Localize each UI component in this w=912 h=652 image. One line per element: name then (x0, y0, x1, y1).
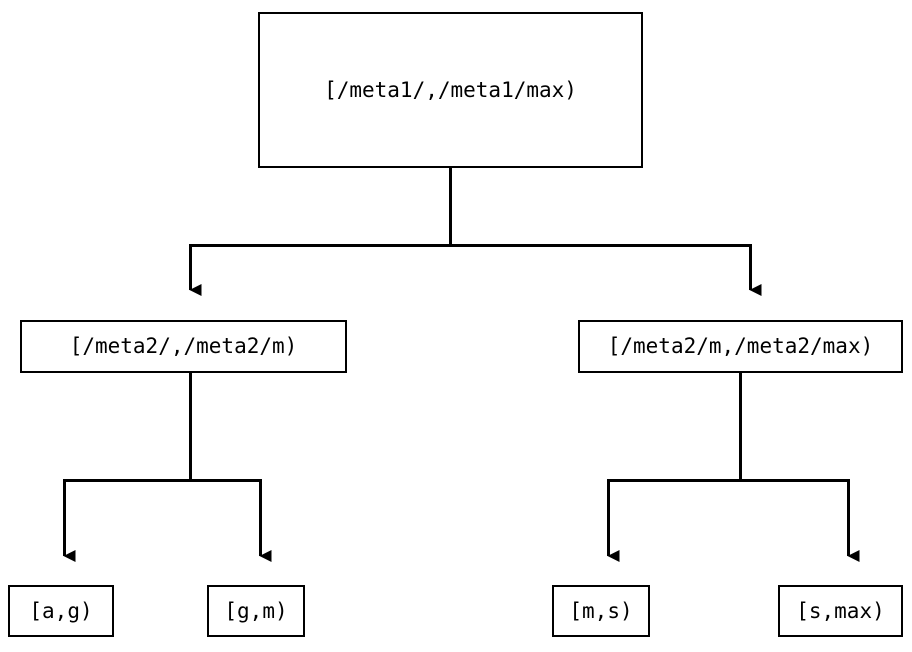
tree-node-leaf-smax-label: [s,max) (796, 598, 885, 623)
tree-node-leaf-ag[interactable]: [a,g) (8, 585, 114, 637)
tree-node-leaf-gm-label: [g,m) (224, 598, 288, 623)
tree-node-mid-left[interactable]: [/meta2/,/meta2/m) (20, 320, 347, 373)
tree-node-mid-right-label: [/meta2/m,/meta2/max) (607, 334, 874, 358)
tree-node-leaf-ms-label: [m,s) (569, 598, 633, 623)
tree-node-root-label: [/meta1/,/meta1/max) (324, 77, 577, 102)
tree-node-leaf-smax[interactable]: [s,max) (778, 585, 903, 637)
tree-node-mid-right[interactable]: [/meta2/m,/meta2/max) (578, 320, 903, 373)
edge-root-to-mid-left (189, 168, 452, 296)
edge-mid-right-to-leaf-ms (607, 373, 742, 562)
tree-node-mid-left-label: [/meta2/,/meta2/m) (69, 334, 298, 358)
tree-node-leaf-gm[interactable]: [g,m) (207, 585, 305, 637)
edge-mid-left-to-leaf-ag (63, 373, 192, 562)
tree-node-root[interactable]: [/meta1/,/meta1/max) (258, 12, 643, 168)
tree-node-leaf-ag-label: [a,g) (29, 598, 93, 623)
edge-mid-left-to-leaf-gm (190, 479, 272, 562)
edge-root-to-mid-right (450, 244, 762, 296)
tree-node-leaf-ms[interactable]: [m,s) (552, 585, 650, 637)
edge-mid-right-to-leaf-smax (740, 479, 860, 562)
